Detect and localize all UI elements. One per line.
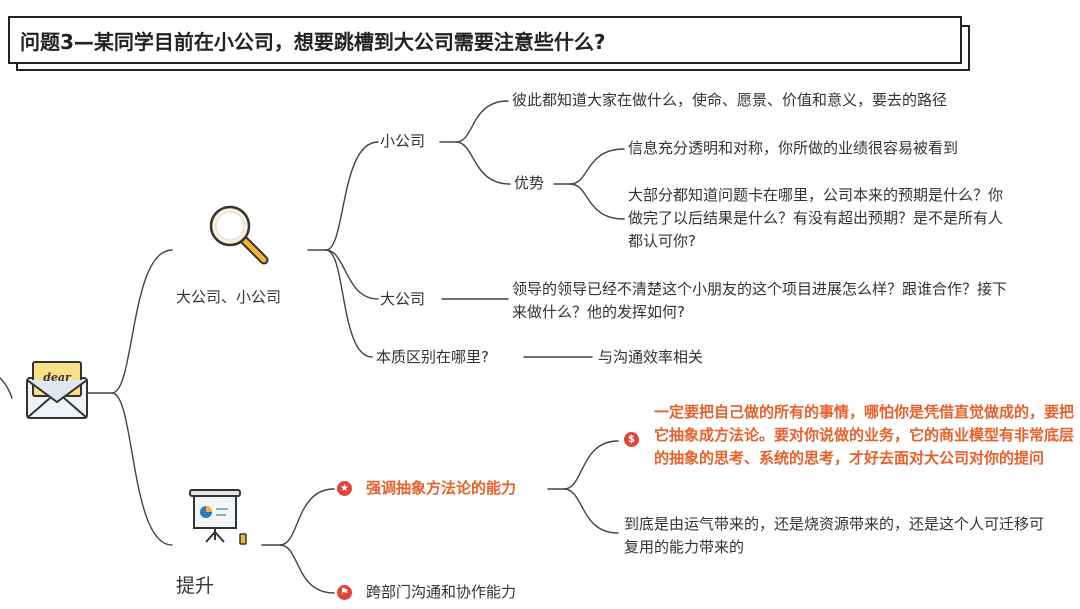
- page-title: 问题3—某同学目前在小公司，想要跳槽到大公司需要注意些什么?: [8, 16, 962, 64]
- connector-small-leaf1: [455, 100, 509, 143]
- envelope-card-text: dear: [43, 371, 72, 384]
- leaf-advantage-transparency: 信息充分透明和对称，你所做的业绩很容易被看到: [628, 139, 959, 157]
- magnifier-icon: [206, 202, 270, 266]
- node-abstract-ability: 强调抽象方法论的能力: [366, 479, 517, 497]
- node-advantage: 优势: [514, 174, 545, 192]
- node-small-company: 小公司: [380, 132, 426, 150]
- envelope-dear-icon: dear: [24, 356, 90, 422]
- connector-abstract-leaf2: [563, 488, 619, 534]
- connector-advantage-leaf2: [569, 183, 625, 220]
- connector-advantage-leaf1: [569, 148, 625, 185]
- connector-root-improve: [111, 392, 173, 546]
- node-big-company: 大公司: [380, 290, 426, 308]
- node-company: 大公司、小公司: [176, 288, 282, 306]
- dollar-badge-icon: $: [624, 432, 639, 447]
- connector-improve-abstract: [279, 488, 335, 546]
- connector-company-big: [325, 249, 379, 300]
- leaf-abstract-methodology: 一定要把自己做的所有的事情，哪怕你是凭借直觉做成的，要把它抽象成方法论。要对你说…: [654, 403, 1075, 467]
- flag-badge-icon: ⚑: [337, 585, 352, 600]
- node-cross-department: 跨部门沟通和协作能力: [366, 583, 517, 601]
- connector-small-advantage: [455, 141, 511, 185]
- connector-improve-cross: [279, 544, 335, 594]
- node-essence: 本质区别在哪里?: [376, 348, 489, 366]
- connector-abstract-leaf1: [563, 440, 619, 490]
- leaf-advantage-expectation: 大部分都知道问题卡在哪里，公司本来的预期是什么？你做完了以后结果是什么？有没有超…: [628, 186, 1004, 250]
- connector-company-small: [325, 141, 379, 251]
- star-badge-icon: ★: [337, 481, 352, 496]
- connector-root-stub: [0, 377, 13, 399]
- leaf-abstract-source: 到底是由运气带来的，还是烧资源带来的，还是这个人可迁移可复用的能力带来的: [624, 515, 1045, 556]
- connector-company-essence: [325, 249, 373, 358]
- page-title-text: 问题3—某同学目前在小公司，想要跳槽到大公司需要注意些什么?: [20, 29, 606, 54]
- connector-root-company: [111, 249, 173, 394]
- node-improve: 提升: [176, 575, 215, 597]
- presentation-board-icon: [186, 486, 252, 552]
- leaf-essence-communication: 与沟通效率相关: [598, 348, 704, 366]
- leaf-big-leader: 领导的领导已经不清楚这个小朋友的这个项目进展怎么样？跟谁合作？接下来做什么？他的…: [512, 280, 1008, 321]
- leaf-small-mission: 彼此都知道大家在做什么，使命、愿景、价值和意义，要去的路径: [512, 91, 948, 109]
